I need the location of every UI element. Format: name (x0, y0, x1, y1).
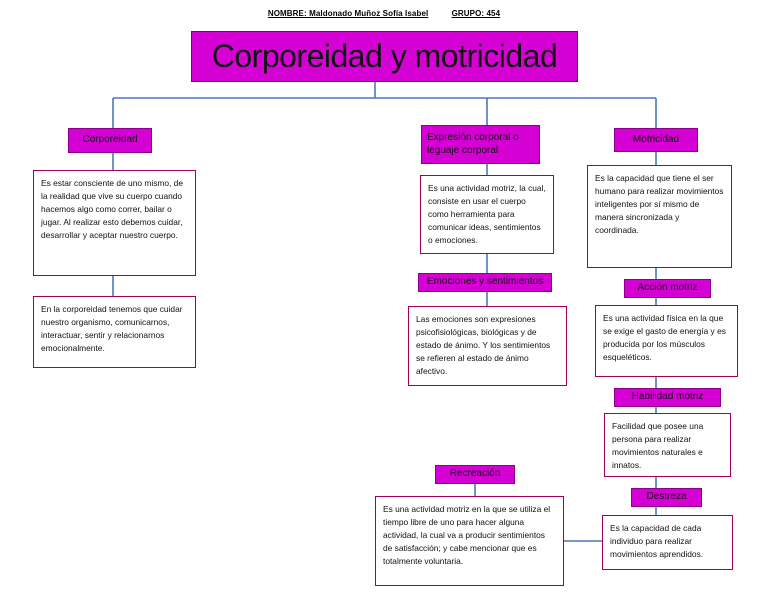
student-header: NOMBRE: Maldonado Muñoz Sofía Isabel GRU… (0, 9, 768, 18)
box-destreza-definition: Es la capacidad de cada individuo para r… (602, 515, 733, 570)
tag-motricidad: Motricidad (614, 128, 698, 152)
diagram-title: Corporeidad y motricidad (191, 31, 578, 82)
student-name: NOMBRE: Maldonado Muñoz Sofía Isabel (267, 9, 429, 18)
tag-destreza: Destreza (631, 488, 702, 507)
tag-accion-motriz: Acción motriz (624, 279, 711, 298)
box-emociones-definition: Las emociones son expresiones psicofisio… (408, 306, 567, 386)
tag-expresion-corporal: Expresión corporal o leguaje corporal (421, 125, 540, 164)
box-habilidad-definition: Facilidad que posee una persona para rea… (604, 413, 731, 477)
box-accion-definition: Es una actividad física en la que se exi… (595, 305, 738, 377)
box-corporeidad-care: En la corporeidad tenemos que cuidar nue… (33, 296, 196, 368)
tag-habilidad-motriz: Habilidad motriz (614, 388, 721, 407)
box-expresion-definition: Es una actividad motriz, la cual, consis… (420, 175, 554, 254)
box-recreacion-definition: Es una actividad motriz en la que se uti… (375, 496, 564, 586)
student-group: GRUPO: 454 (451, 9, 501, 18)
tag-recreacion: Recreación (435, 465, 515, 484)
box-motricidad-definition: Es la capacidad que tiene el ser humano … (587, 165, 732, 268)
box-corporeidad-definition: Es estar consciente de uno mismo, de la … (33, 170, 196, 276)
tag-emociones: Emociones y sentimientos (418, 273, 552, 292)
tag-corporeidad: Corporeidad (68, 128, 152, 153)
